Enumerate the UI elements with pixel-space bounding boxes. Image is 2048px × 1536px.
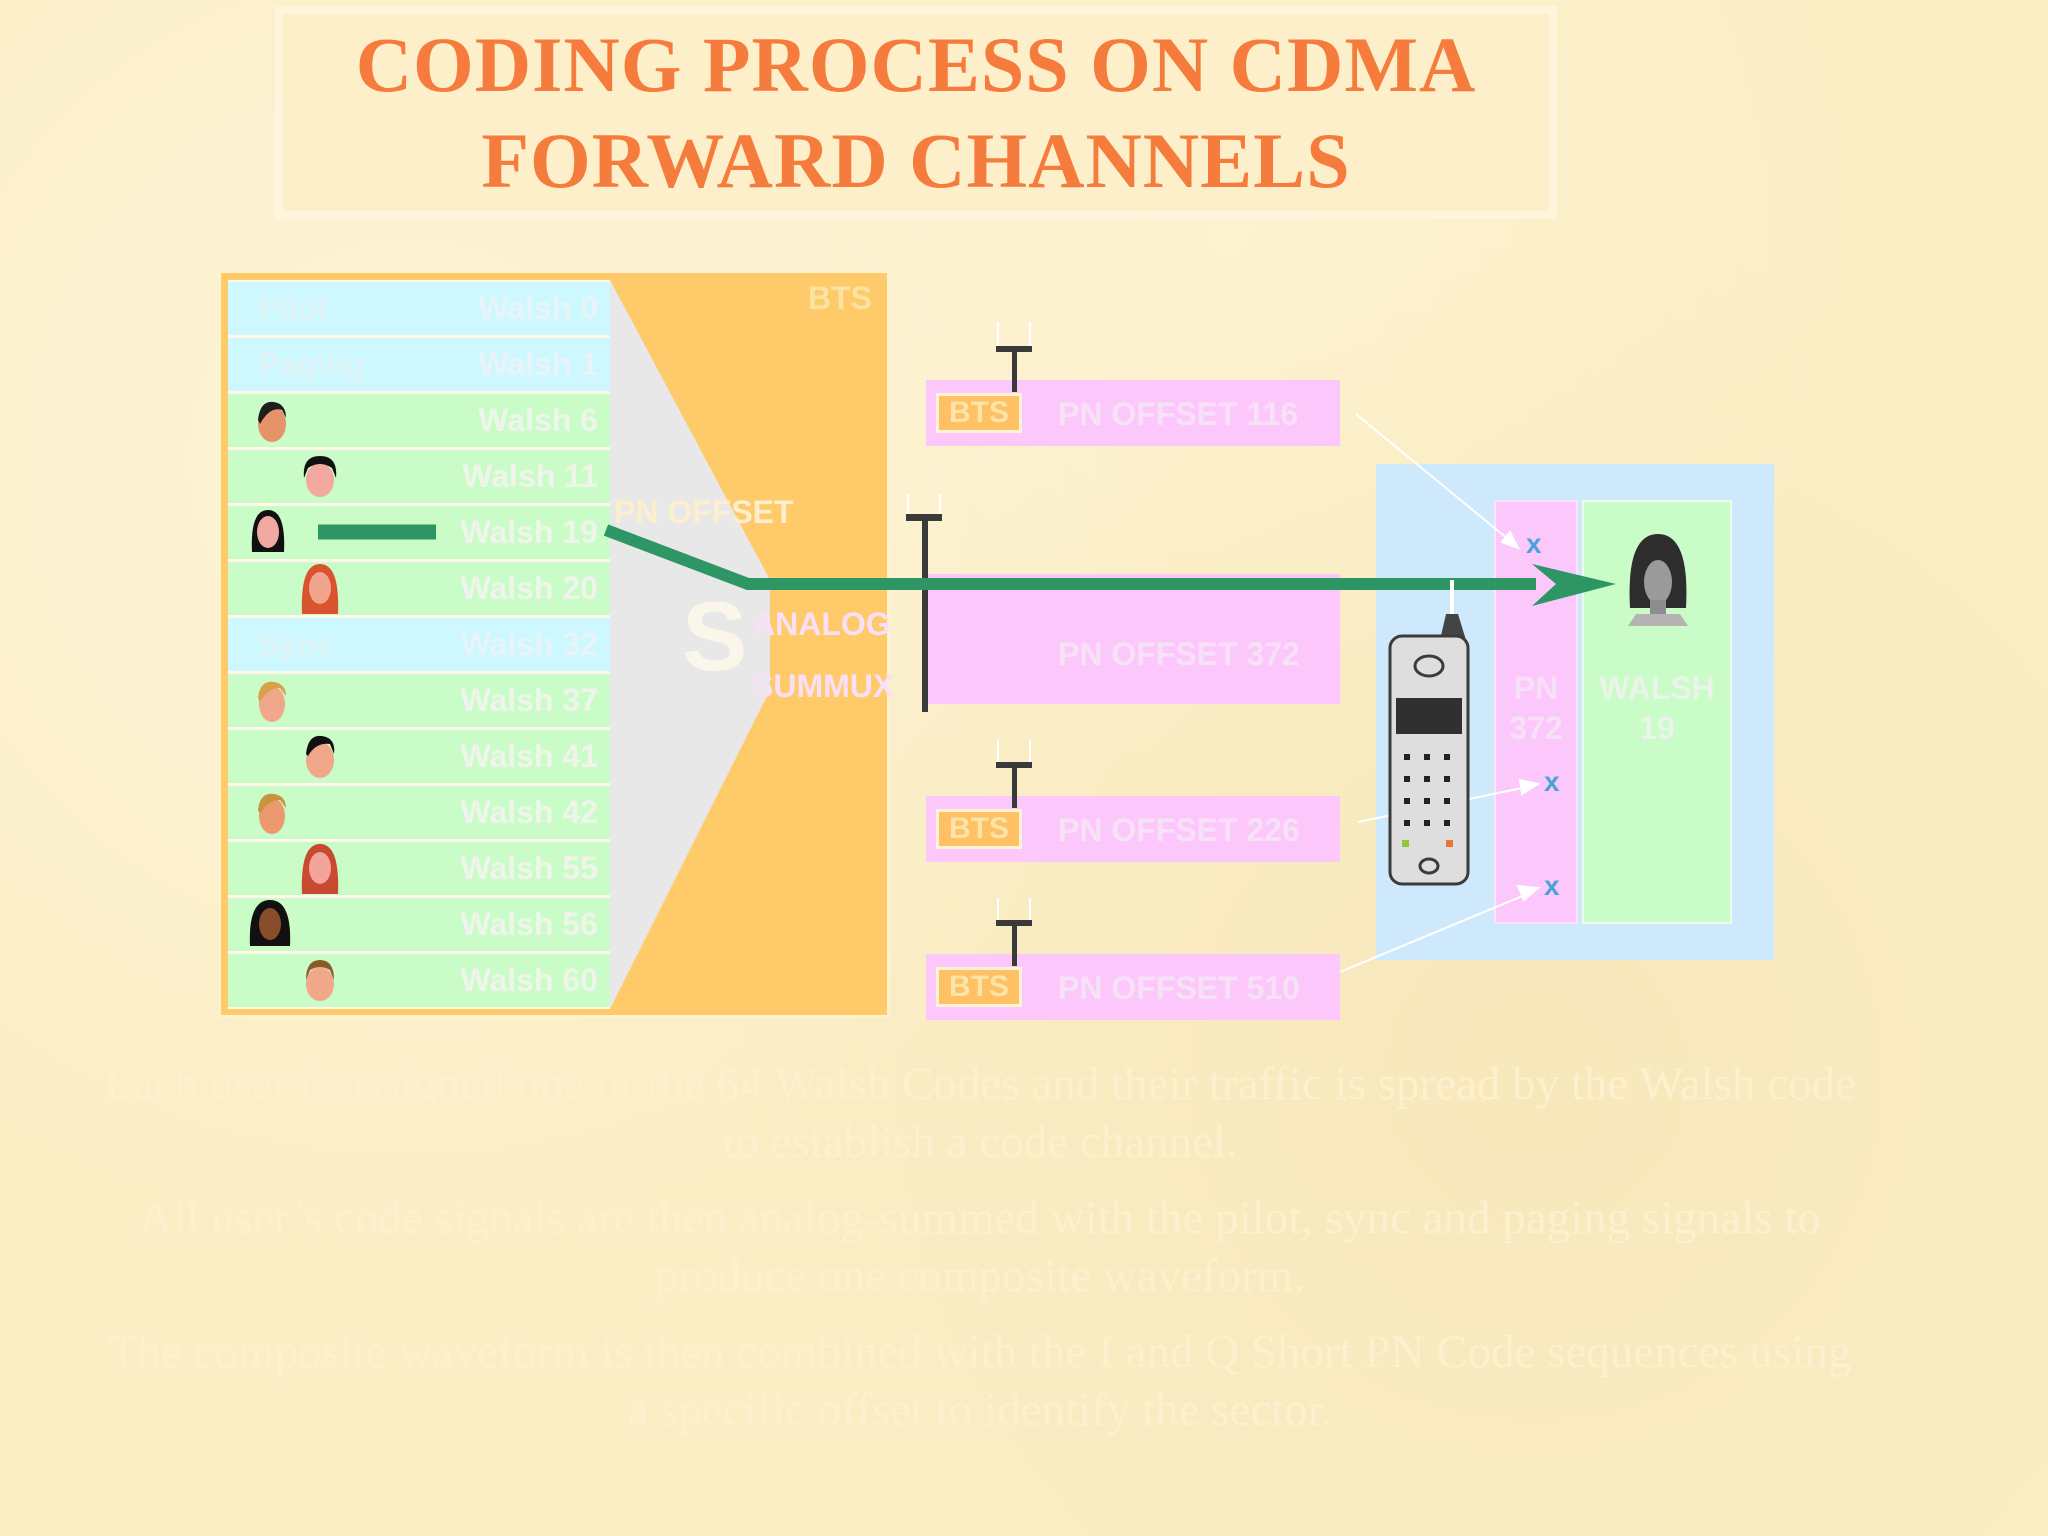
man-blond-2-icon [258,793,286,834]
sector-bar-372: PN OFFSET 372 [926,574,1340,704]
reject-mark-510: x [1544,870,1560,901]
receiver-walsh-value: 19 [1639,710,1675,746]
man-dark-hair-icon [258,401,286,442]
bts-label: BTS [808,280,872,316]
pn-offset-text: PN OFFSET 372 [1058,636,1300,672]
pn-offset-text: PN OFFSET 116 [1058,396,1299,432]
walsh-code: Walsh 0 [478,290,598,326]
title-box: CODING PROCESS ON CDMA FORWARD CHANNELS [275,6,1557,219]
explanation-paragraph-2: All user’s code signals are then analog-… [139,1192,1821,1302]
reject-mark-226: x [1544,766,1560,797]
bts-tag: BTS [936,393,1022,433]
walsh-code: Walsh 11 [462,458,598,494]
channel-row-pilot: Pilot Walsh 0 [228,282,610,335]
channel-row-sync: Sync Walsh 32 [228,618,610,671]
pn-offset-text: PN OFFSET 510 [1058,970,1300,1006]
walsh-code: Walsh 6 [478,402,598,438]
bts-tag: BTS [936,809,1022,849]
sector-bar-510: BTS PN OFFSET 510 [926,954,1340,1020]
woman-auburn-icon [301,844,339,894]
walsh-code: Walsh 37 [460,682,598,718]
analog-label: ANALOG [752,606,891,642]
channel-name: Paging [258,346,365,382]
woman-black-hair-icon [303,456,337,497]
channel-row-user: Walsh 37 [228,674,610,727]
woman-dark-skin-icon [249,900,291,946]
walsh-code: Walsh 1 [478,346,598,382]
title-line-2: FORWARD CHANNELS [481,116,1351,204]
channel-row-user: Walsh 60 [228,954,610,1007]
sector-bar-116: BTS PN OFFSET 116 [926,380,1340,446]
woman-red-hair-icon [301,564,339,614]
explanation-paragraph-3: The composite waveform is then combined … [108,1326,1852,1436]
channel-row-user: Walsh 20 [228,562,610,615]
walsh-code: Walsh 19 [460,514,598,550]
explanation-paragraph-1: Each user is assigned one of the 64 Wals… [104,1058,1856,1168]
channel-row-paging: Paging Walsh 1 [228,338,610,391]
receiver-pn-column: PN 372 [1494,500,1578,924]
walsh-code: Walsh 55 [460,850,598,886]
receiver-walsh-label: WALSH [1599,670,1715,706]
sector-bar-226: BTS PN OFFSET 226 [926,796,1340,862]
walsh-code: Walsh 42 [460,794,598,830]
walsh-code: Walsh 20 [460,570,598,606]
man-black-hair-icon [306,735,335,778]
channel-row-user: Walsh 42 [228,786,610,839]
channel-row-user: Walsh 41 [228,730,610,783]
channel-row-user: Walsh 56 [228,898,610,951]
sum-symbol: S [682,581,748,691]
channel-name: Pilot [258,290,328,326]
pn-offset-text: PN OFFSET 226 [1058,812,1300,848]
channel-row-user: Walsh 11 [228,450,610,503]
man-blond-icon [258,681,286,722]
man-brown-hair-icon [306,960,334,1001]
channel-name: Sync [258,626,335,662]
explanation-text: Each user is assigned one of the 64 Wals… [100,1055,1860,1457]
channel-row-user: Walsh 6 [228,394,610,447]
reject-mark-116: x [1526,528,1542,559]
receiver-pn-label: PN [1513,670,1559,706]
receiver-walsh-column: WALSH 19 [1582,500,1732,924]
title-line-1: CODING PROCESS ON CDMA [355,20,1477,108]
walsh-code: Walsh 41 [460,738,598,774]
summux-label: SUMMUX [752,668,895,704]
walsh-code: Walsh 56 [460,906,598,942]
bts-tag: BTS [936,967,1022,1007]
receiver-pn-value: 372 [1509,710,1563,746]
walsh-code: Walsh 32 [460,626,598,662]
pn-offset-label: PN OFFSET [614,494,794,530]
woman-long-hair-icon [251,510,285,552]
channel-row-user-highlighted: Walsh 19 [228,506,610,559]
channel-row-user: Walsh 55 [228,842,610,895]
walsh-code: Walsh 60 [460,962,598,998]
channel-table: Pilot Walsh 0 Paging Walsh 1 Walsh 6 Wal… [228,280,610,1009]
